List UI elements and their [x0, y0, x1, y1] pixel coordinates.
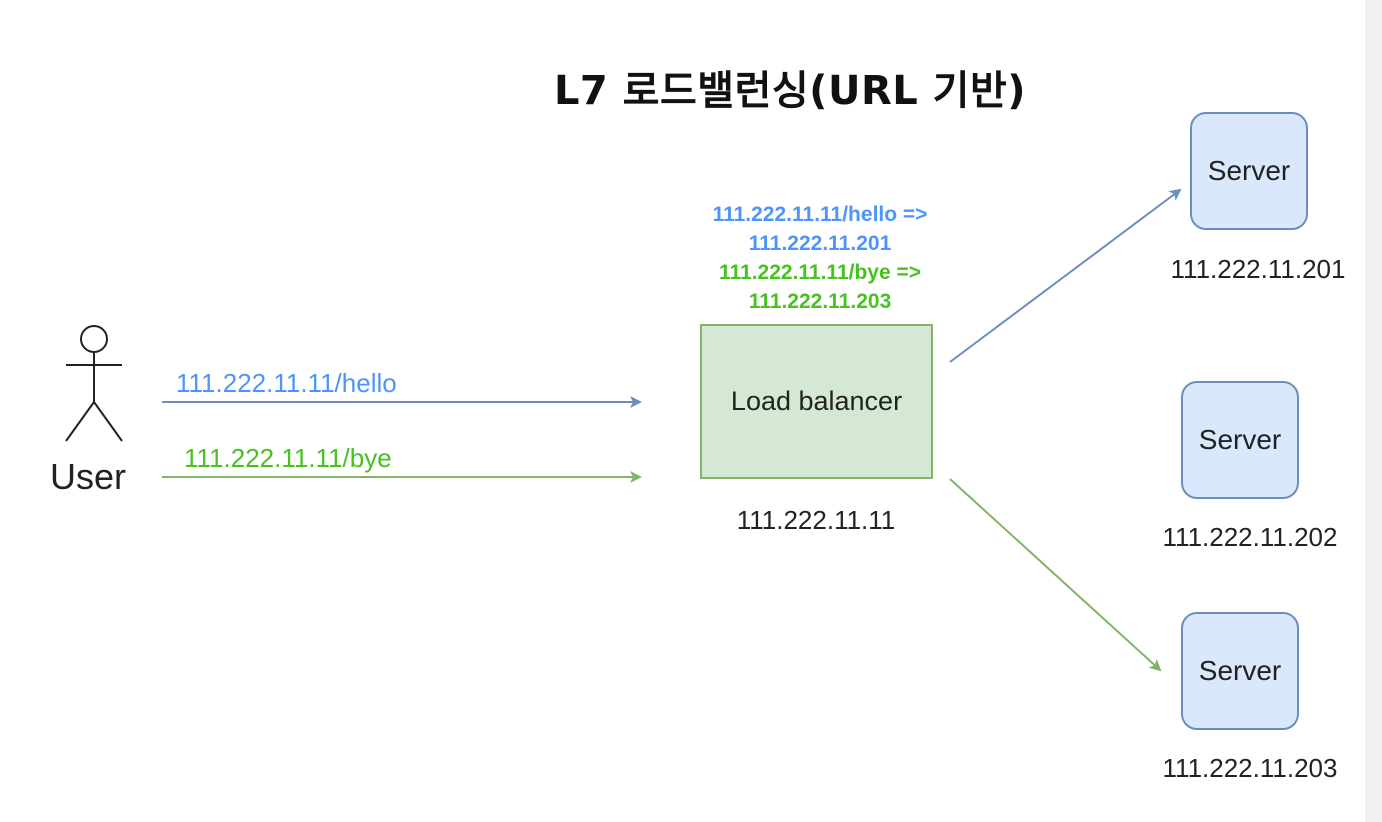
server-label: Server	[1198, 655, 1282, 686]
server-ip-202: 111.222.11.202	[1162, 522, 1338, 552]
edge-lb-server-201	[949, 188, 1182, 363]
server-label: Server	[1198, 424, 1282, 455]
server-ip-203: 111.222.11.203	[1162, 753, 1338, 783]
server-ip-201: 111.222.11.201	[1170, 254, 1346, 284]
request-label-hello: 111.222.11.11/hello	[176, 368, 397, 398]
routing-rule-hello-path: 111.222.11.11/hello =>	[712, 203, 928, 226]
routing-rule-bye-target: 111.222.11.203	[748, 290, 892, 313]
edge-lb-server-203	[949, 478, 1162, 672]
user-label: User	[50, 456, 127, 497]
routing-rule-bye-path: 111.222.11.11/bye =>	[718, 261, 922, 284]
scrollbar-track[interactable]	[1365, 0, 1382, 822]
diagram-title: L7 로드밸런싱(URL 기반)	[553, 68, 1027, 114]
load-balancer-node[interactable]: Load balancer	[700, 324, 933, 479]
request-label-bye: 111.222.11.11/bye	[184, 443, 392, 473]
server-node-201[interactable]: Server	[1190, 112, 1308, 230]
server-node-203[interactable]: Server	[1181, 612, 1299, 730]
load-balancer-label: Load balancer	[730, 386, 903, 416]
user-actor-icon	[65, 325, 123, 442]
server-node-202[interactable]: Server	[1181, 381, 1299, 499]
load-balancer-ip: 111.222.11.11	[736, 505, 896, 535]
server-label: Server	[1207, 155, 1291, 186]
routing-rule-hello-target: 111.222.11.201	[748, 232, 892, 255]
